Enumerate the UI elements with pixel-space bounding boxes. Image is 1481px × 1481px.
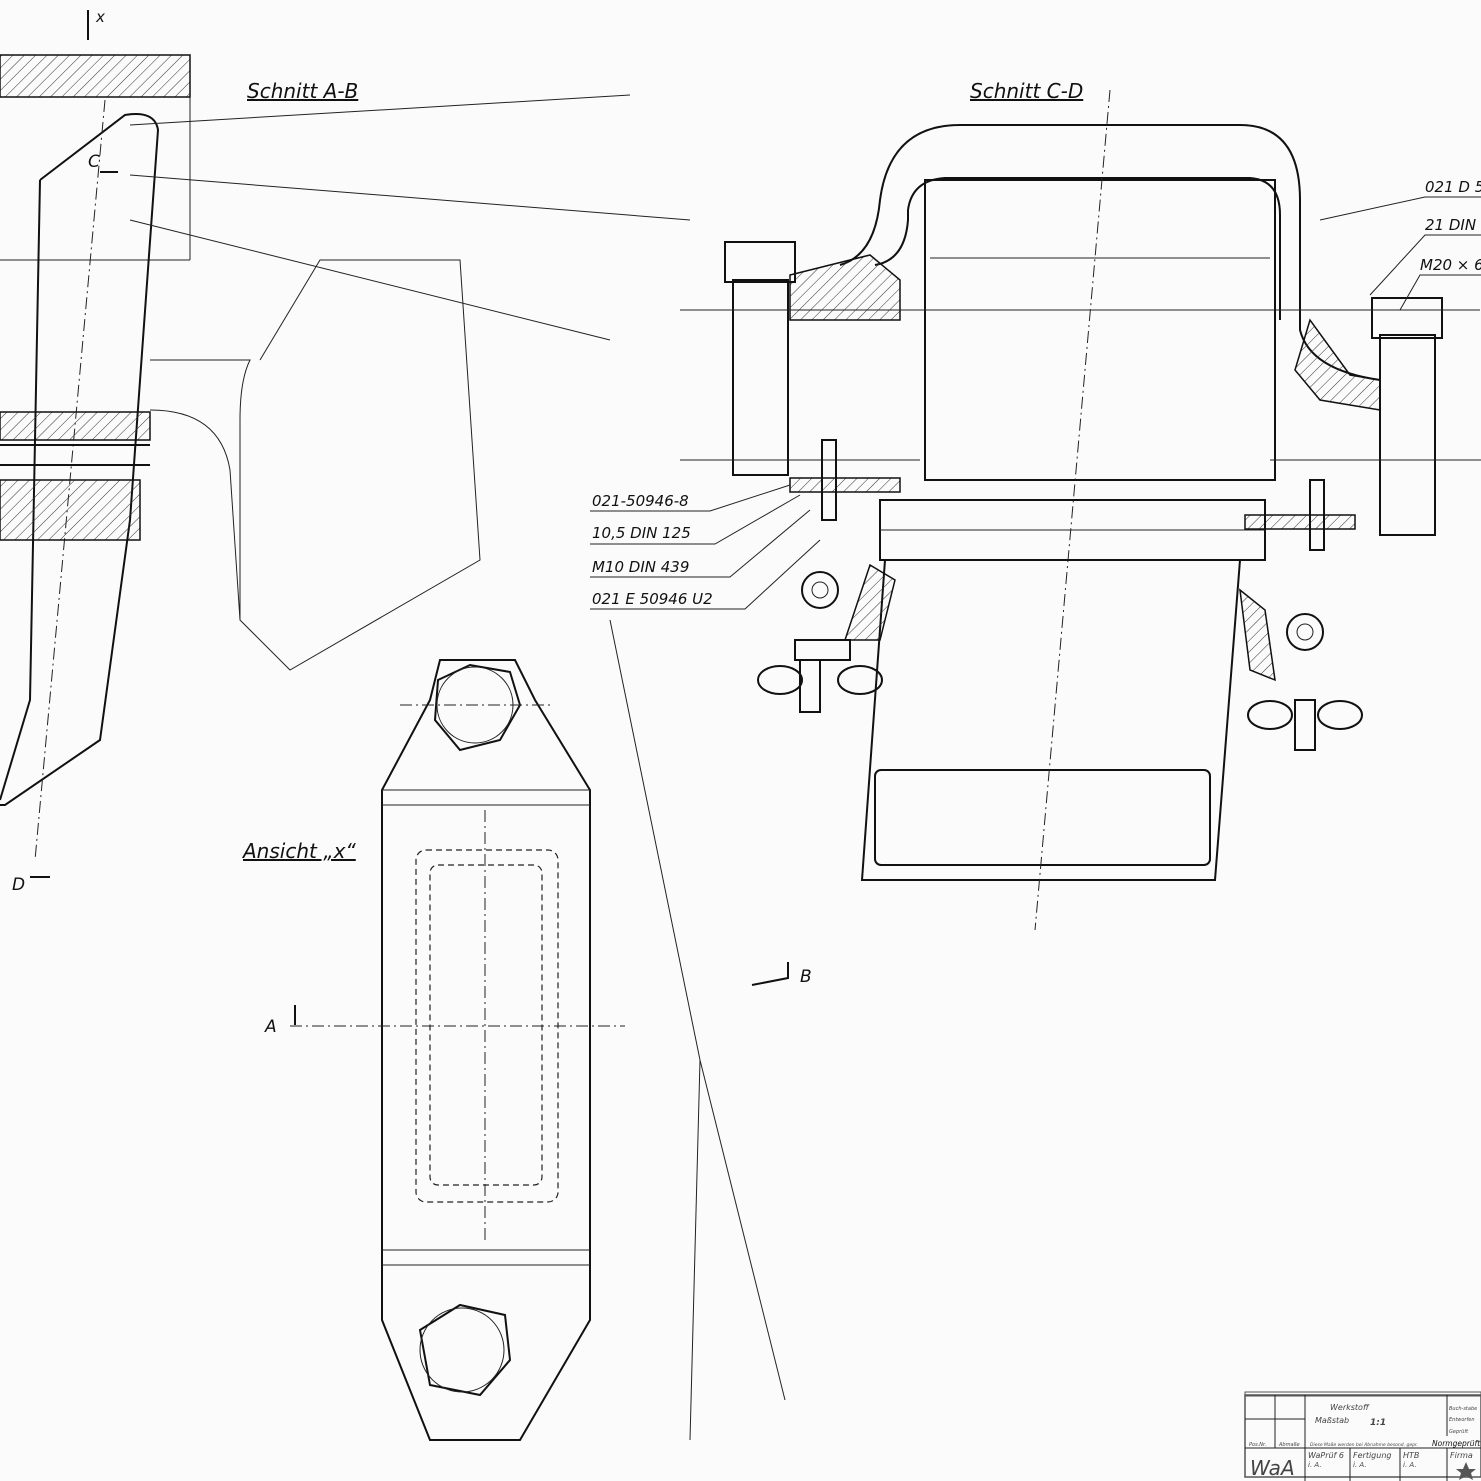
marker-c: C [88,152,100,172]
dims-label: Abmaße [1278,1442,1300,1448]
sign1: i. A. [1308,1461,1322,1469]
wing-nut-left [757,439,883,713]
part-label: 10,5 DIN 125 [592,524,691,542]
scale-value: 1:1 [1370,1418,1386,1428]
section-ab-title: Schnitt A-B [247,79,358,103]
part-label: 021-50946-8 [592,492,689,510]
part-labels-right: 021 D 5 21 DIN M20 × 6 [1319,178,1481,311]
org-logo: WaA [1250,1456,1295,1480]
material-label: Werkstoff [1330,1403,1370,1412]
note: Diese Maße werden bei Abnahme besond. ge… [1310,1442,1418,1448]
arrow-b-icon [751,962,789,986]
marker-a: A [264,1017,277,1037]
view-x-title: Ansicht „x“ [241,839,356,863]
dept2: Fertigung [1353,1451,1391,1460]
view-x-drawing: Ansicht „x“ A B [241,619,812,1441]
part-label: 021 E 50946 U2 [592,590,713,608]
part-label: M20 × 6 [1420,256,1481,274]
pos-label: Pos.Nr. [1249,1442,1266,1448]
dept1: WaPrüf 6 [1308,1451,1344,1460]
marker-x: x [95,8,105,26]
part-labels-left: 021-50946-8 10,5 DIN 125 M10 DIN 439 021… [590,484,821,610]
firm-star-icon [1456,1462,1476,1480]
section-cd-title: Schnitt C-D [970,79,1083,103]
wing-nut-right [1247,479,1363,751]
marker-b: B [800,967,812,987]
section-ab-drawing: Schnitt A-B C D x [0,8,691,895]
norm-checked-label: Normgeprüft [1432,1439,1481,1448]
letter-label: Buch-stabe [1449,1406,1477,1412]
part-label: M10 DIN 439 [592,558,689,576]
sign2: i. A. [1353,1461,1367,1469]
part-label: 021 D 5 [1425,178,1481,196]
firm-label: Firma [1450,1451,1473,1460]
section-cd-drawing: Schnitt C-D 021-50946-8 10,5 DIN 125 M10… [590,79,1481,931]
title-block: Werkstoff Buch-stabe Maßstab 1:1 Entworf… [1244,1391,1481,1481]
marker-d: D [12,875,25,895]
checked-label: Geprüft [1449,1429,1469,1435]
dept3: HTB [1403,1451,1419,1460]
sign3: i. A. [1403,1461,1417,1469]
scale-label: Maßstab [1315,1416,1349,1425]
designed-label: Entworfen [1449,1417,1475,1423]
part-label: 21 DIN [1425,216,1476,234]
